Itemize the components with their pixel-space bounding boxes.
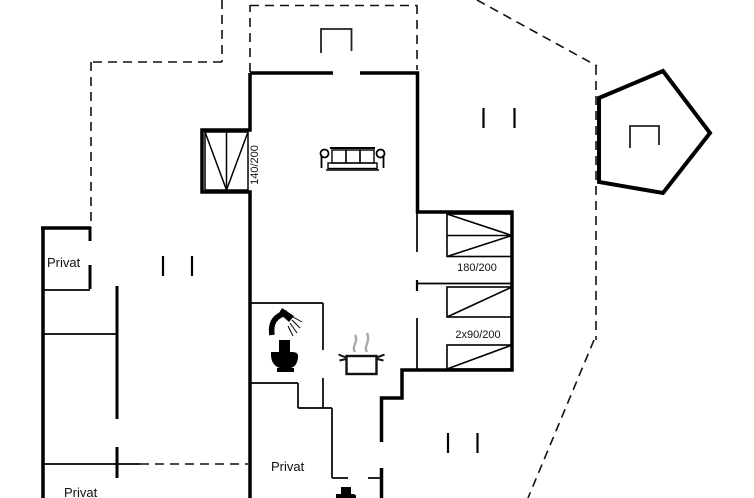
double-bed-size-label: 180/200 [457,262,497,274]
bunk-upper-outline [446,286,513,318]
toilet-base [277,368,294,372]
toilet-tank [341,487,351,494]
shower-spray [287,316,303,337]
terrace-dash-bottom-right-diagonal [527,339,595,498]
sofa-arm-sides [320,155,385,168]
cooking-pot-icon [338,332,385,376]
sofa-icon [319,147,386,171]
bunk-lower-duvet-line [446,344,513,370]
wall-top-right-and-east [360,71,514,442]
bunk-bed-size-label: 2x90/200 [455,329,500,341]
bunk-upper-duvet-line [446,286,513,318]
bed-duvet-lines [446,213,513,258]
pot-body [345,354,378,376]
grill-icon-gazebo [629,125,660,148]
toilet-icon-bottom [335,487,356,498]
bunk-lower-outline [446,344,513,370]
wall-west-main-with-alcove [200,73,252,498]
private-room-label-center: Privat [271,459,305,474]
exterior-walls [41,71,514,498]
double-bed-140-icon [204,131,249,191]
window-marks [161,108,516,453]
steam-icon [364,332,370,353]
toilet-bowl [335,494,356,498]
gazebo [597,68,713,196]
sofa-arm-right [375,148,386,159]
interior-walls [43,212,512,479]
toilet-tank [279,340,290,353]
toilet-bowl [270,352,298,369]
bed-duvet-lines [204,131,249,191]
pot-handle-left [338,353,347,362]
steam-icon [352,334,358,353]
toilet-icon [270,340,298,372]
private-room-label-top-left: Privat [47,255,81,270]
shower-head [279,308,294,322]
gazebo-pentagon [597,68,713,196]
grill-icon-terrace [320,28,353,53]
sofa-seat-front [327,162,378,170]
shower-icon [268,308,303,337]
pot-handle-right [376,353,385,362]
sofa-arm-left [319,148,330,159]
bunk-bed-icon [446,286,513,370]
private-room-label-bottom-left: Privat [64,485,98,498]
alcove-bed-size-label: 140/200 [249,145,261,185]
terrace-dash-top-right-diagonal [476,0,598,67]
terrace-boundary [90,0,598,498]
double-bed-180-icon [446,213,513,258]
